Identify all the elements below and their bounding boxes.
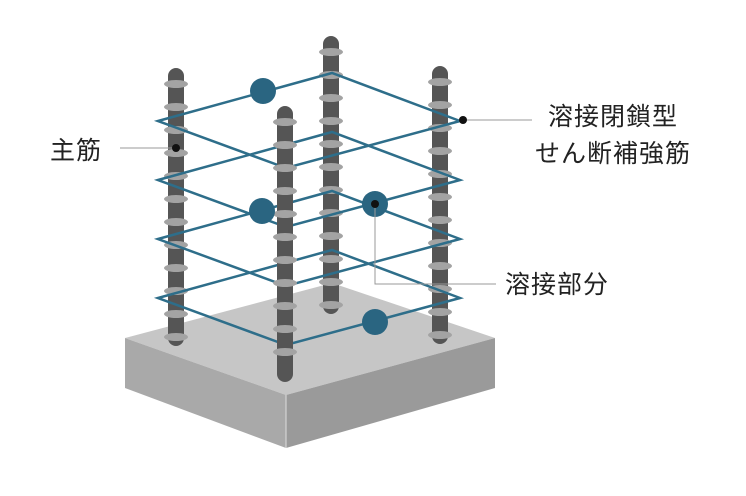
- rebar-rib: [273, 187, 297, 195]
- rebar-rib: [164, 103, 188, 111]
- rebar-rib: [164, 264, 188, 272]
- rebar-rib: [428, 308, 452, 316]
- rebar-rib: [319, 278, 343, 286]
- rebar-rib: [273, 164, 297, 172]
- rebar-rib: [164, 333, 188, 341]
- rebar-rib: [319, 48, 343, 56]
- rebar-front: [273, 106, 297, 382]
- base-right-face: [286, 338, 495, 448]
- rebar-rib: [428, 193, 452, 201]
- label-hoop-line2: せん断補強筋: [535, 139, 692, 168]
- rebar-rib: [273, 302, 297, 310]
- rebar-rib: [319, 232, 343, 240]
- hoop-1: [153, 71, 465, 170]
- base-left-face: [125, 338, 286, 448]
- weld-point-4: [362, 309, 388, 335]
- rebar-rib: [164, 218, 188, 226]
- rebar-rib: [428, 331, 452, 339]
- weld-point-2: [249, 198, 275, 224]
- rebar-back: [319, 36, 343, 314]
- dot-weld: [371, 200, 379, 208]
- rebar-rib: [319, 255, 343, 263]
- dot-hoop: [459, 116, 467, 124]
- weld-point-1: [250, 78, 276, 104]
- hoop-3: [153, 189, 465, 288]
- hoop-4: [153, 248, 465, 347]
- rebar-rib: [319, 209, 343, 217]
- rebar-rib: [273, 233, 297, 241]
- rebar-rib: [273, 210, 297, 218]
- rebar-rib: [273, 141, 297, 149]
- rods-back: [164, 36, 452, 346]
- rebar-rib: [428, 78, 452, 86]
- rebar-rib: [319, 117, 343, 125]
- rebar-rib: [164, 80, 188, 88]
- rebar-rib: [319, 140, 343, 148]
- leader-dots: [172, 116, 467, 208]
- rebar-rib: [428, 147, 452, 155]
- leader-weld: [374, 204, 496, 285]
- rebar-rib: [273, 279, 297, 287]
- rebar-rib: [319, 71, 343, 79]
- rebar-right: [428, 66, 452, 344]
- rebar-rib: [164, 149, 188, 157]
- rebar-rib: [428, 216, 452, 224]
- rebar-rib: [319, 94, 343, 102]
- rebar-rib: [164, 126, 188, 134]
- rebar-rib: [273, 118, 297, 126]
- rebar-rib: [164, 195, 188, 203]
- label-weld: 溶接部分: [505, 270, 610, 299]
- rebar-rib: [428, 101, 452, 109]
- rebar-rib: [273, 256, 297, 264]
- rebar-rib: [164, 310, 188, 318]
- label-hoop-line1: 溶接閉鎖型: [548, 102, 679, 131]
- weld-blobs: [249, 78, 388, 335]
- rebar-rib: [319, 301, 343, 309]
- hoop-2: [153, 130, 465, 229]
- rebar-rib: [164, 287, 188, 295]
- rebar-rib: [428, 262, 452, 270]
- rebar-rib: [273, 325, 297, 333]
- rods-front: [273, 106, 297, 382]
- dot-main-rebar: [172, 144, 180, 152]
- label-main-rebar: 主筋: [50, 136, 103, 165]
- rebar-rib: [319, 163, 343, 171]
- leader-lines: [120, 119, 532, 285]
- rebar-rib: [273, 348, 297, 356]
